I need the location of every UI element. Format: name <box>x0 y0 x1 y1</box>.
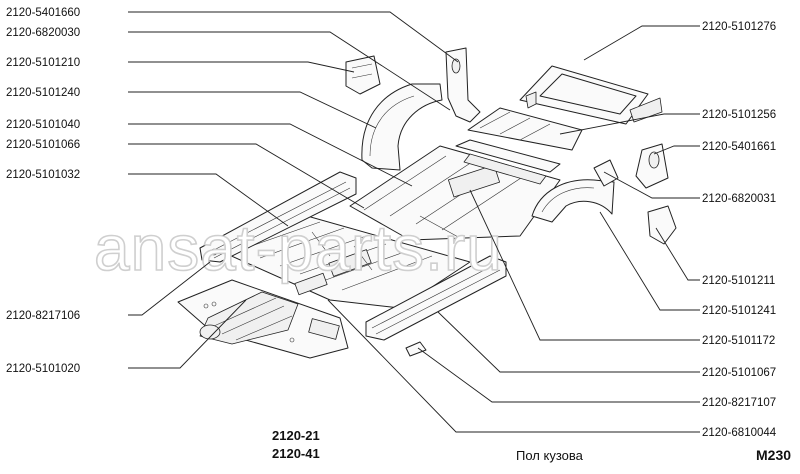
part-label: 2120-6820031 <box>702 193 776 205</box>
part-right-wheel-arch <box>531 179 615 223</box>
part-bracket-6820030 <box>445 47 481 123</box>
part-bracket-210 <box>345 55 381 95</box>
part-front-floor <box>177 279 349 359</box>
watermark-text: ansat-parts.ru <box>94 212 503 284</box>
part-label: 2120-5101066 <box>6 139 80 151</box>
model-number: 2120-41 <box>272 446 320 461</box>
part-label: 2120-5101172 <box>702 335 775 347</box>
part-plate-8217107 <box>405 341 427 357</box>
part-label: 2120-5101032 <box>6 169 80 181</box>
part-label: 2120-5101256 <box>702 109 776 121</box>
part-label: 2120-5101276 <box>702 21 776 33</box>
part-label: 2120-6810044 <box>702 427 777 439</box>
labels-left: 2120-5401660 2120-6820030 2120-5101210 2… <box>6 7 80 375</box>
part-rear-crossmember <box>455 139 561 185</box>
footer: 2120-21 2120-41 Пол кузова M230 <box>272 428 791 463</box>
diagram-code: M230 <box>756 447 791 463</box>
part-left-sill <box>199 171 357 263</box>
part-label: 2120-5101211 <box>702 275 775 287</box>
part-label: 2120-6820030 <box>6 27 80 39</box>
model-number: 2120-21 <box>272 428 320 443</box>
part-label: 2120-5101067 <box>702 367 776 379</box>
part-label: 2120-5101241 <box>702 305 776 317</box>
labels-right: 2120-5101276 2120-5101256 2120-5401661 2… <box>702 21 777 439</box>
part-left-wheel-arch <box>361 83 443 171</box>
part-right-small-parts <box>593 143 677 245</box>
part-label: 2120-5101040 <box>6 119 80 131</box>
diagram-title: Пол кузова <box>516 448 584 463</box>
leader-lines <box>128 11 700 433</box>
part-label: 2120-5101240 <box>6 87 80 99</box>
part-label: 2120-5401661 <box>702 141 776 153</box>
part-label: 2120-8217107 <box>702 397 776 409</box>
part-label: 2120-5401660 <box>6 7 80 19</box>
part-rear-frame <box>519 65 663 125</box>
part-main-floor <box>217 213 471 309</box>
part-label: 2120-5101020 <box>6 363 80 375</box>
parts-drawing <box>177 47 677 359</box>
part-label: 2120-5101210 <box>6 57 80 69</box>
part-label: 2120-8217106 <box>6 310 80 322</box>
part-right-sill <box>365 255 507 341</box>
